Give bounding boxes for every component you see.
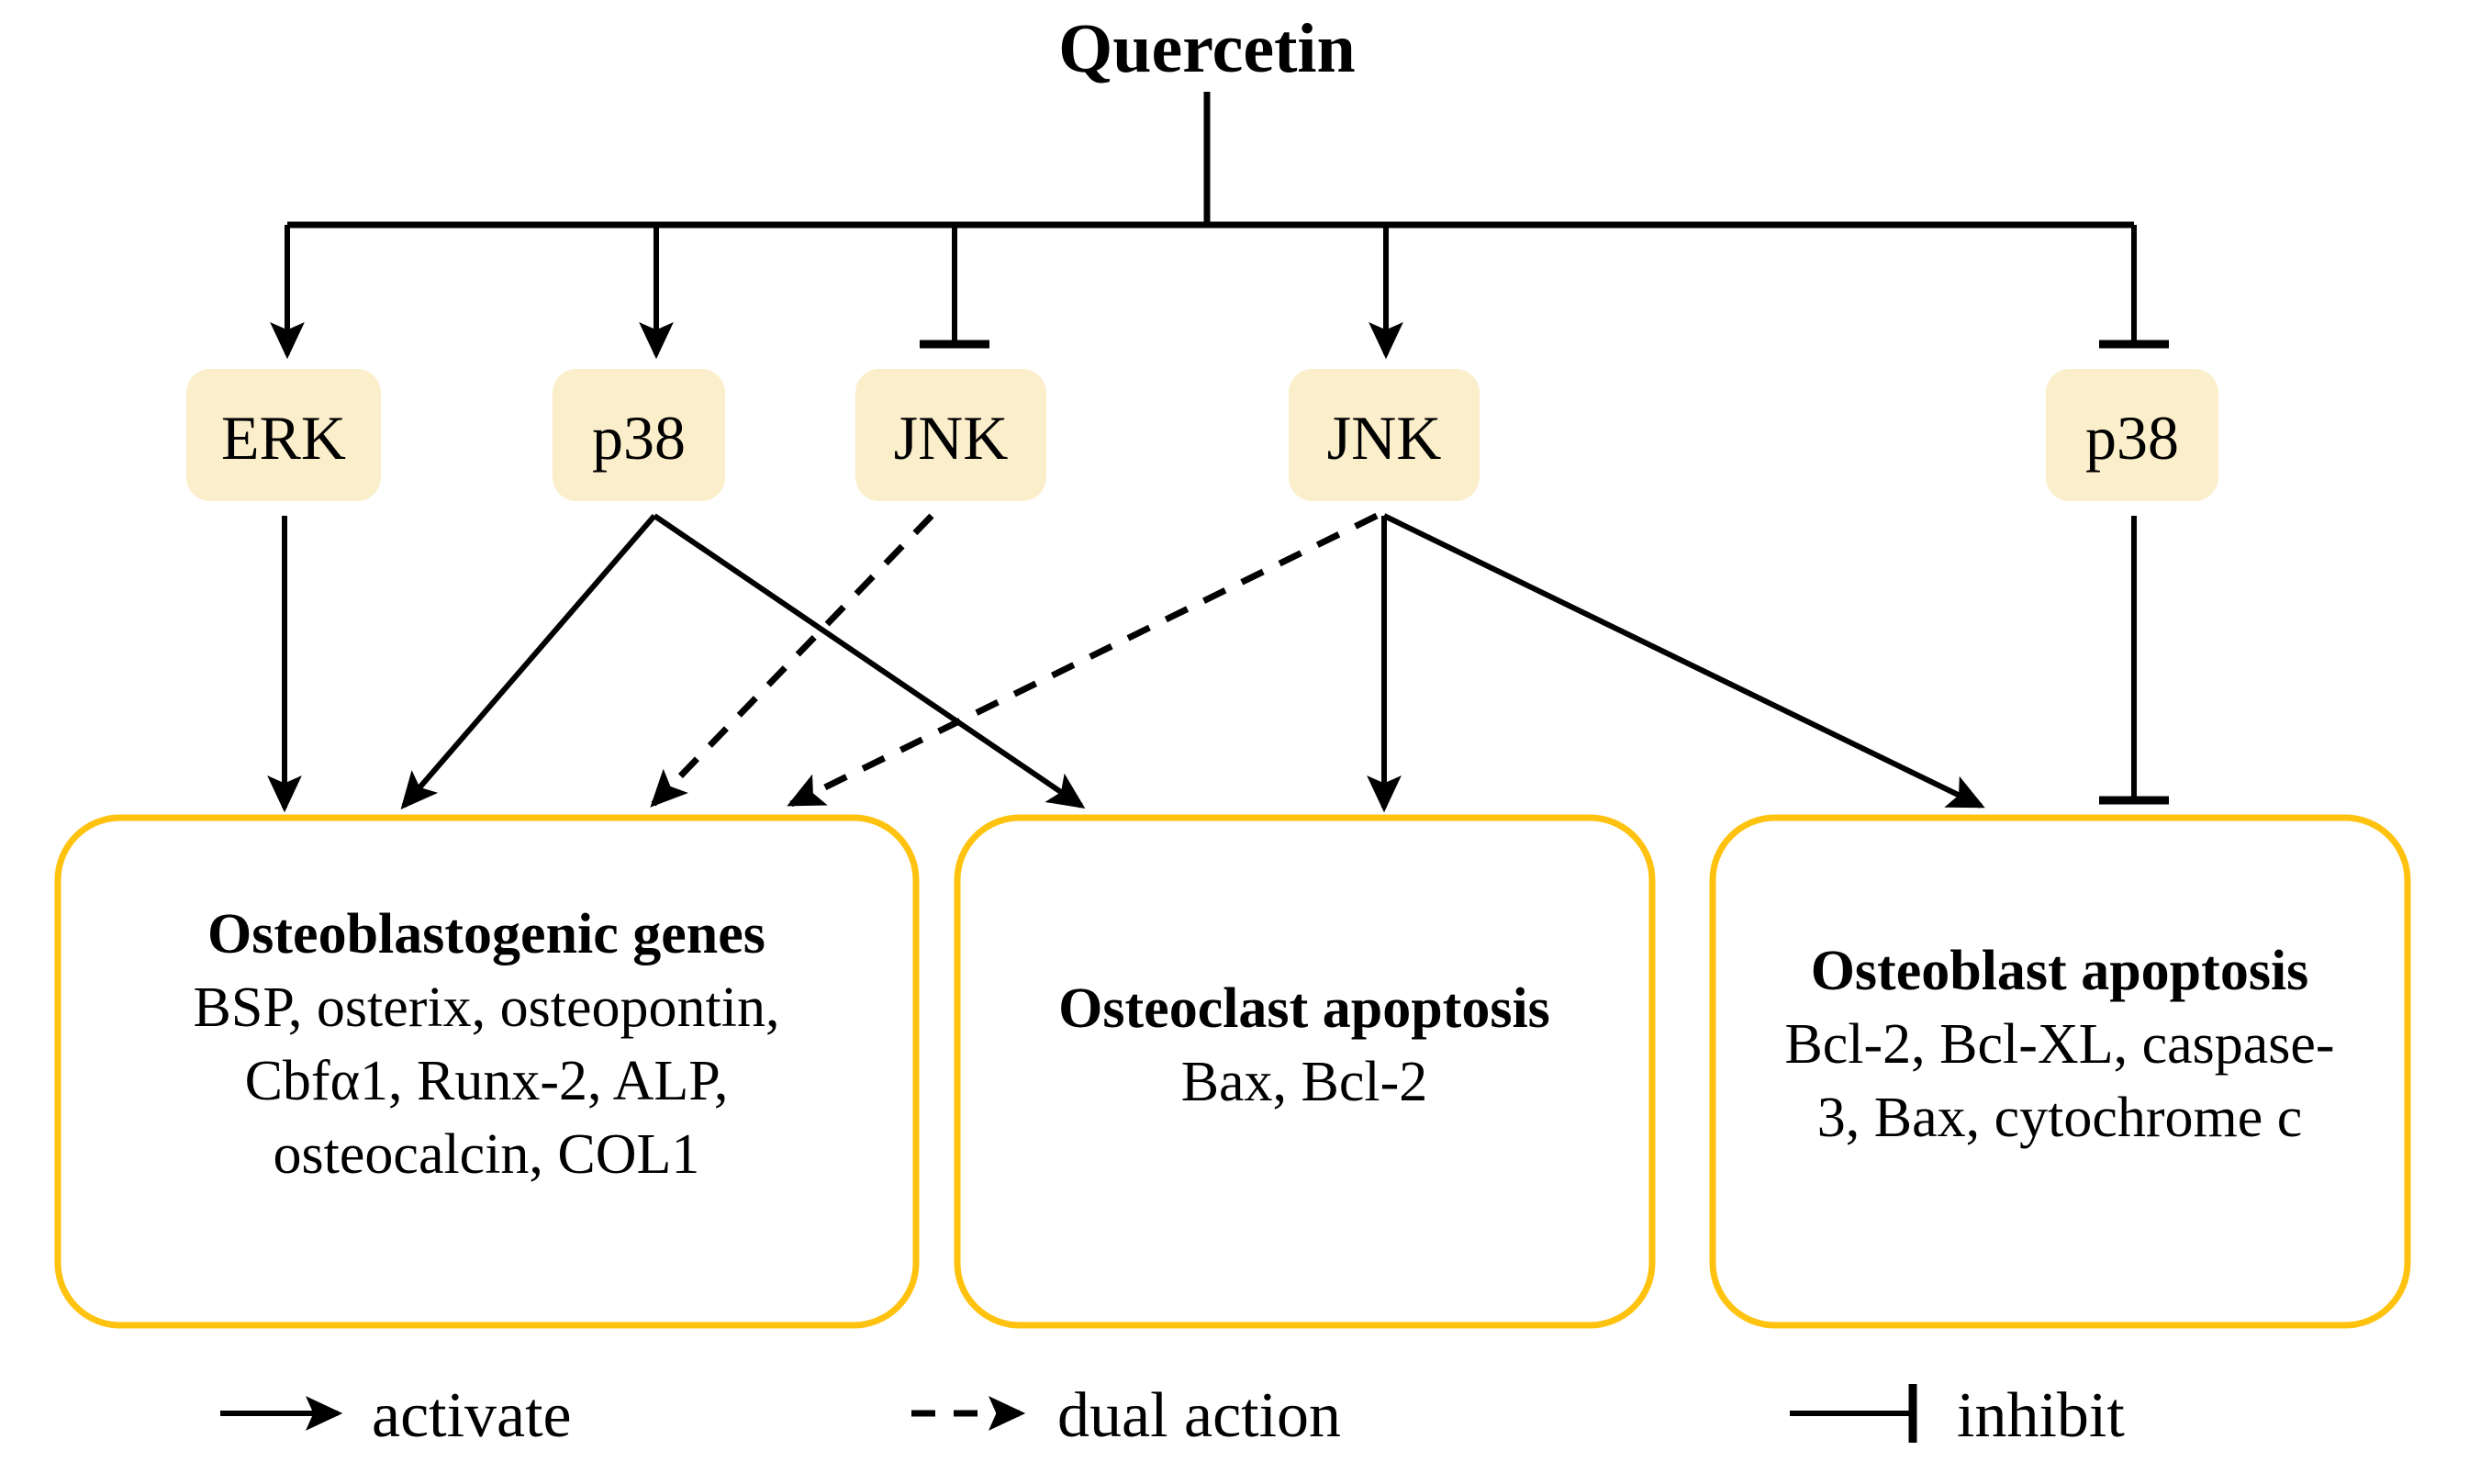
kinase-node-p38-left-label: p38 [592,403,686,473]
outcome-osteoblast-apoptosis[interactable]: Osteoblast apoptosis Bcl-2, Bcl-XL, casp… [1709,814,2411,1329]
outcome-osteoclast-apoptosis-box[interactable] [954,814,1656,1329]
kinase-node-jnk-middle-label: JNK [1327,403,1442,473]
legend: activate dual action inhibit [220,1380,2125,1451]
edge-p38a-osteoclast-activate [653,513,1086,809]
legend-item-inhibit: inhibit [1790,1380,2125,1451]
edge-jnk2-osteoblastogenic-dual [787,512,1379,808]
edge-p38a-osteoblastogenic-activate [400,514,657,809]
legend-item-activate: activate [220,1380,572,1451]
outcome-osteoblast-apoptosis-line-2: 3, Bax, cytochrome c [1817,1087,2303,1149]
outcome-osteoblastogenic-genes-heading: Osteoblastogenic genes [207,903,765,965]
outcome-osteoblast-apoptosis-box[interactable] [1709,814,2411,1329]
kinase-node-erk-box[interactable] [186,369,381,501]
kinase-node-jnk-middle[interactable]: JNK [1289,369,1480,501]
kinase-node-p38-right-label: p38 [2085,403,2179,473]
kinase-to-outcome-edges [267,512,2169,813]
legend-item-dual-action-label: dual action [1057,1380,1341,1451]
edge-jnk2-osteoblast-activate [1382,513,1985,809]
kinase-node-p38-right-box[interactable] [2046,369,2218,501]
outcome-osteoclast-apoptosis-line-1: Bax, Bcl-2 [1181,1051,1428,1113]
outcome-osteoblast-apoptosis-heading: Osteoblast apoptosis [1811,940,2309,1002]
kinase-nodes: ERK p38 JNK JNK p38 [186,369,2218,501]
kinase-node-erk[interactable]: ERK [186,369,381,501]
quercetin-to-kinase-edges [270,225,2169,360]
outcome-boxes: Osteoblastogenic genes BSP, osterix, ost… [54,814,2411,1329]
kinase-node-jnk-left-label: JNK [894,403,1009,473]
kinase-node-jnk-left[interactable]: JNK [855,369,1046,501]
kinase-node-p38-right[interactable]: p38 [2046,369,2218,501]
kinase-node-erk-label: ERK [221,403,346,473]
outcome-osteoblastogenic-genes[interactable]: Osteoblastogenic genes BSP, osterix, ost… [54,814,920,1329]
kinase-node-p38-left[interactable]: p38 [553,369,725,501]
edge-jnk1-osteoblastogenic-dual [650,513,934,808]
outcome-osteoblastogenic-genes-line-1: BSP, osterix, osteopontin, [193,976,779,1039]
outcome-osteoblastogenic-genes-line-2: Cbfα1, Runx-2, ALP, [245,1050,729,1112]
outcome-osteoblastogenic-genes-line-3: osteocalcin, COL1 [274,1123,700,1186]
kinase-node-jnk-middle-box[interactable] [1289,369,1480,501]
legend-item-inhibit-label: inhibit [1957,1380,2125,1451]
outcome-osteoblastogenic-genes-box[interactable] [54,814,920,1329]
legend-item-dual-action: dual action [911,1380,1341,1451]
kinase-node-jnk-left-box[interactable] [855,369,1046,501]
quercetin-trunk-group [287,92,2134,229]
outcome-osteoclast-apoptosis-heading: Osteoclast apoptosis [1058,977,1550,1040]
diagram-title: Quercetin [1058,10,1356,87]
outcome-osteoblast-apoptosis-line-1: Bcl-2, Bcl-XL, caspase- [1784,1013,2334,1076]
kinase-node-p38-left-box[interactable] [553,369,725,501]
legend-item-activate-label: activate [372,1380,572,1451]
outcome-osteoclast-apoptosis[interactable]: Osteoclast apoptosis Bax, Bcl-2 [954,814,1656,1329]
